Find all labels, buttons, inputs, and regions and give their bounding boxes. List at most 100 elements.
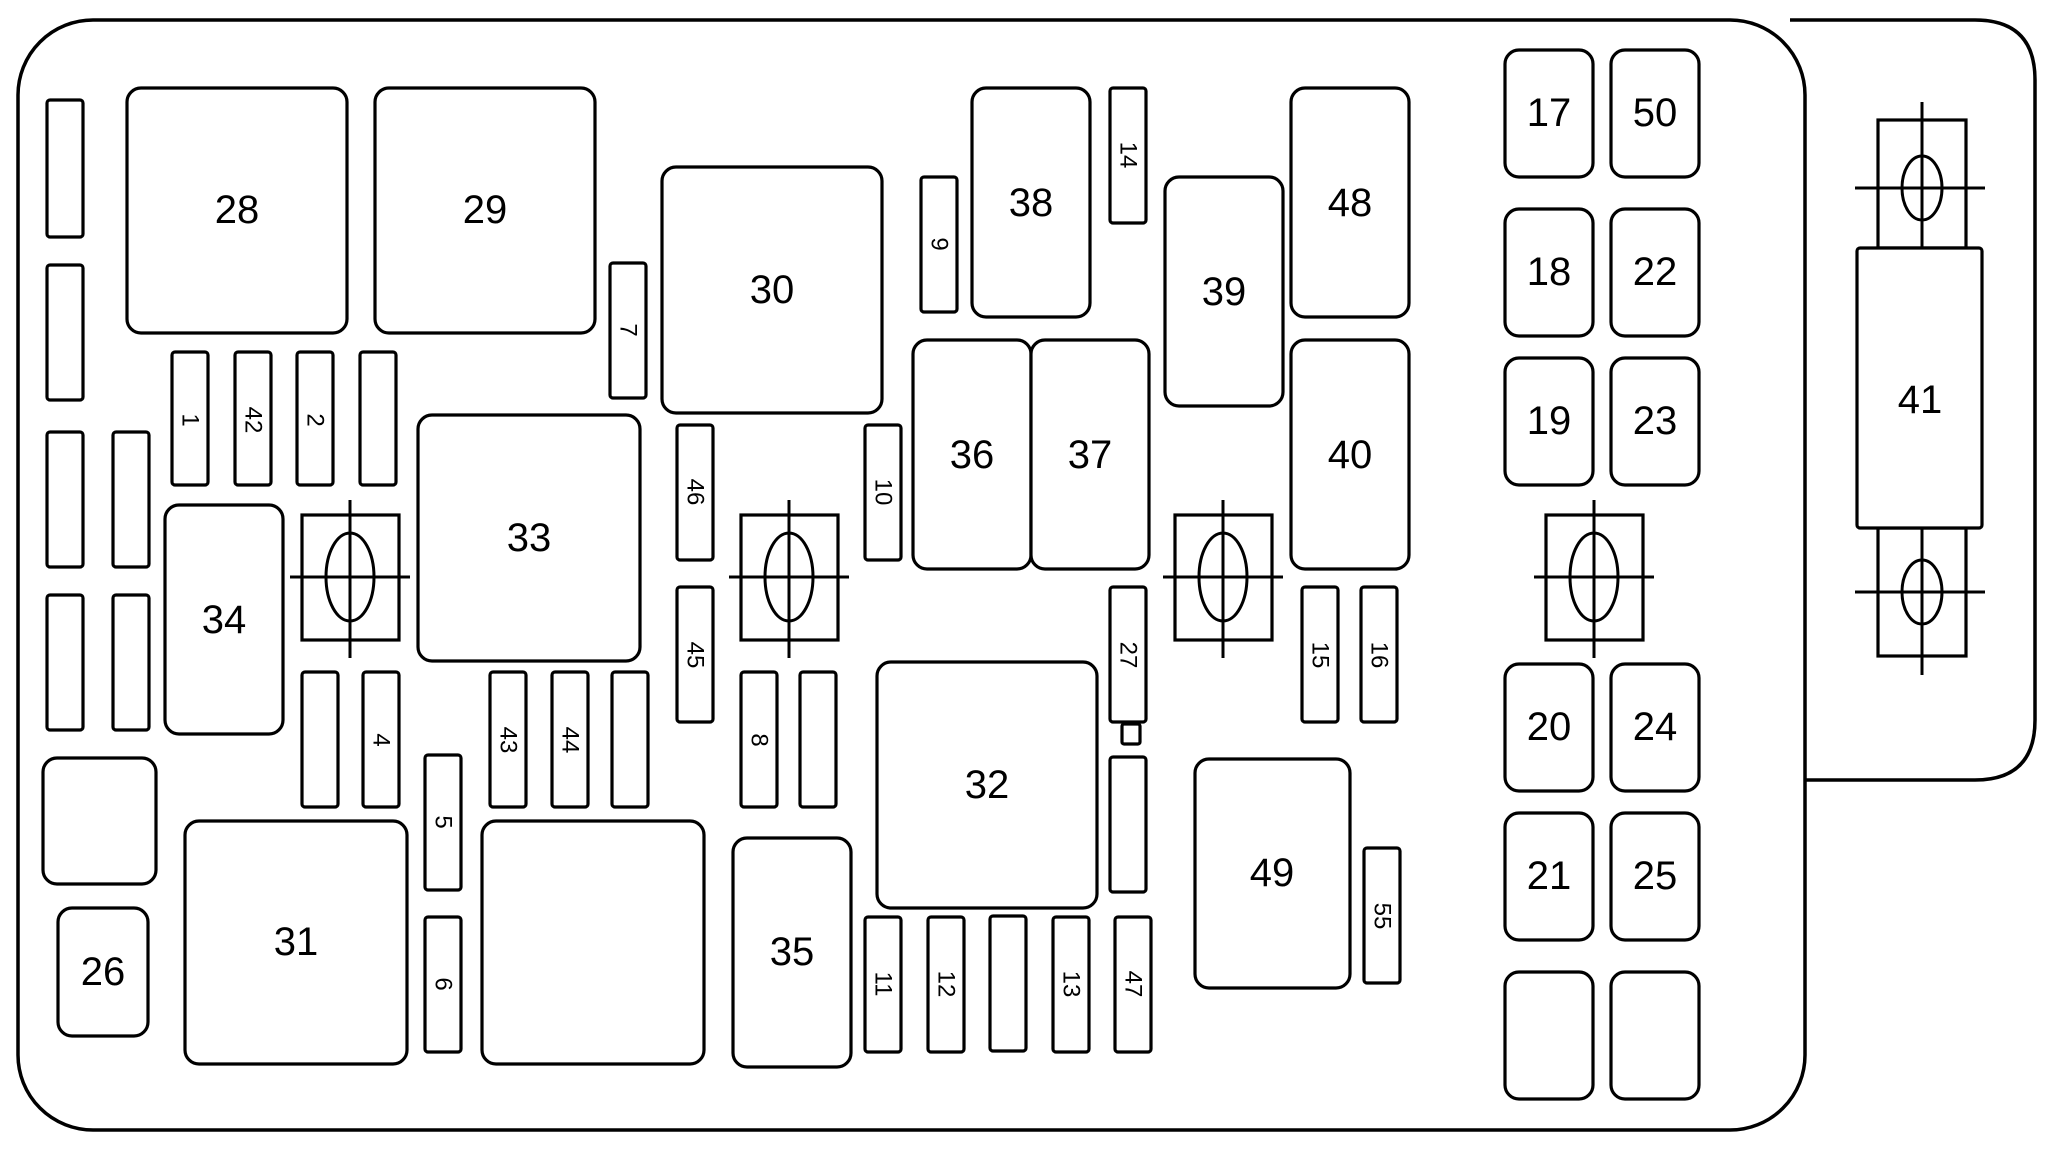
relay-31: 31 [183, 819, 409, 1066]
fuse-27-label: 27 [1115, 642, 1142, 669]
relay-40-label: 40 [1328, 433, 1373, 477]
fuse-43: 43 [488, 670, 528, 809]
mega-fuse-41-label: 41 [1898, 378, 1943, 422]
relay-48-label: 48 [1328, 181, 1373, 225]
fuse-1-label: 1 [177, 413, 204, 426]
relay-37-label: 37 [1068, 433, 1113, 477]
maxi-fuse-19: 19 [1503, 356, 1595, 487]
relay-40: 40 [1289, 338, 1411, 571]
fuse-7: 7 [608, 261, 648, 400]
maxi-fuse-blank-b [1609, 970, 1701, 1101]
relay-33-label: 33 [507, 516, 552, 560]
fuse-46: 46 [675, 423, 715, 562]
relay-48: 48 [1289, 86, 1411, 319]
fuse-8: 8 [739, 670, 779, 809]
bolt-terminal-icon [1855, 502, 1985, 675]
unlabeled-fuse-slots [41, 98, 1148, 1053]
bolt-terminals [290, 102, 1985, 675]
relay-29: 29 [373, 86, 597, 335]
maxi-fuse-24: 24 [1609, 662, 1701, 793]
relay-28: 28 [125, 86, 349, 335]
relay-36-label: 36 [950, 433, 995, 477]
relay-29-label: 29 [463, 188, 508, 232]
relay-33: 33 [416, 413, 642, 663]
fuse-16-label: 16 [1366, 642, 1393, 669]
fuse-11: 11 [863, 915, 903, 1054]
fuse-10: 10 [863, 423, 903, 562]
bolt-terminal-icon [1855, 102, 1985, 275]
maxi-fuse-blank-a [1503, 970, 1595, 1101]
fuse-6: 6 [423, 915, 463, 1054]
fuse-6-label: 6 [430, 977, 457, 990]
fuse-13-label: 13 [1058, 971, 1085, 998]
relay-28-label: 28 [215, 188, 260, 232]
maxi-fuse-50-label: 50 [1633, 91, 1678, 135]
relay-34: 34 [163, 503, 285, 736]
fuse-46-label: 46 [682, 479, 709, 506]
maxi-fuse-50: 50 [1609, 48, 1701, 179]
maxi-fuse-23-label: 23 [1633, 399, 1678, 443]
bolt-terminal-icon [729, 500, 849, 658]
fuse-55: 55 [1362, 846, 1402, 985]
fuse-13: 13 [1051, 915, 1091, 1054]
fuse-45-label: 45 [682, 642, 709, 669]
relay-35-label: 35 [770, 930, 815, 974]
fuse-45: 45 [675, 585, 715, 724]
maxi-fuse-23: 23 [1609, 356, 1701, 487]
fuse-47-label: 47 [1120, 971, 1147, 998]
relay-31-label: 31 [274, 920, 319, 964]
fuse-12-label: 12 [933, 971, 960, 998]
maxi-fuse-25: 25 [1609, 811, 1701, 942]
relay-36: 36 [911, 338, 1033, 571]
relay-26: 26 [56, 906, 150, 1038]
bolt-terminal-icon [1534, 500, 1654, 658]
relay-49: 49 [1193, 757, 1352, 990]
maxi-fuse-22-label: 22 [1633, 250, 1678, 294]
fuse-14: 14 [1108, 86, 1148, 225]
fuse-9: 9 [919, 175, 959, 314]
fuse-2: 2 [295, 350, 335, 487]
maxi-fuse-18-label: 18 [1527, 250, 1572, 294]
fuse-47: 47 [1113, 915, 1153, 1054]
maxi-fuse-21: 21 [1503, 811, 1595, 942]
maxi-fuse-20: 20 [1503, 662, 1595, 793]
relay-35: 35 [731, 836, 853, 1069]
fuse-44: 44 [550, 670, 590, 809]
fuse-15: 15 [1300, 585, 1340, 724]
fuse-15-label: 15 [1307, 642, 1334, 669]
fuse-12: 12 [926, 915, 966, 1054]
relay-49-label: 49 [1250, 851, 1295, 895]
fuse-14-label: 14 [1115, 142, 1142, 169]
relay-38: 38 [970, 86, 1092, 319]
relay-blank-a [480, 819, 706, 1066]
relay-32: 32 [875, 660, 1099, 910]
bolt-terminal-icon [1163, 500, 1283, 658]
fuse-44-label: 44 [557, 727, 584, 754]
maxi-fuse-20-label: 20 [1527, 705, 1572, 749]
fuse-1: 1 [170, 350, 210, 487]
fuse-4-label: 4 [368, 733, 395, 746]
fuse-43-label: 43 [495, 727, 522, 754]
fuse-55-label: 55 [1369, 903, 1396, 930]
maxi-fuse-25-label: 25 [1633, 854, 1678, 898]
fuse-16: 16 [1359, 585, 1399, 724]
fuse-4: 4 [361, 670, 401, 809]
fuse-2-label: 2 [302, 413, 329, 426]
components: 28 29 30 31 32 33 34 35 [56, 48, 1984, 1101]
relay-38-label: 38 [1009, 181, 1054, 225]
fuse-10-label: 10 [870, 479, 897, 506]
maxi-fuse-21-label: 21 [1527, 854, 1572, 898]
relay-39: 39 [1163, 175, 1285, 408]
mega-fuse-41: 41 [1855, 246, 1984, 530]
relay-26-label: 26 [81, 950, 126, 994]
fuse-5-label: 5 [430, 815, 457, 828]
fuse-11-label: 11 [870, 972, 897, 997]
fuse-27: 27 [1108, 585, 1148, 724]
bolt-terminal-icon [290, 500, 410, 658]
fuse-5: 5 [423, 753, 463, 892]
maxi-fuse-17: 17 [1503, 48, 1595, 179]
fuse-7-label: 7 [615, 323, 642, 336]
fuse-42: 42 [233, 350, 273, 487]
fuse-42-label: 42 [240, 407, 267, 434]
maxi-fuse-19-label: 19 [1527, 399, 1572, 443]
